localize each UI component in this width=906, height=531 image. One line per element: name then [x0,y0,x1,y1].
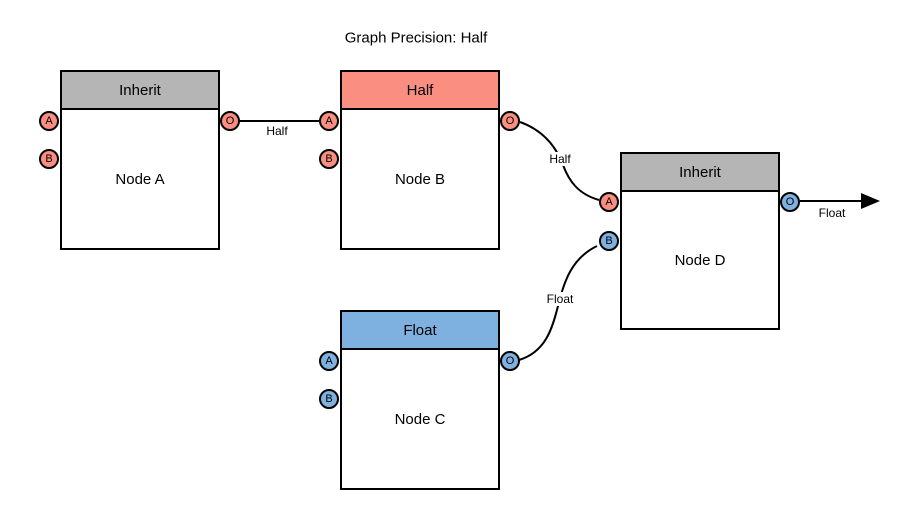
node-b: Half Node B [340,70,500,250]
edge-label-c-to-d: Float [544,292,576,306]
output-arrowhead-icon [861,193,880,209]
node-d-input-b-port: B [599,231,619,251]
node-b-input-b-port: B [319,149,339,169]
node-a-label: Node A [115,170,165,188]
diagram-title: Graph Precision: Half [344,29,488,47]
node-b-input-a-port: A [319,111,339,131]
node-b-label: Node B [394,170,446,188]
node-a-header: Inherit [62,72,218,110]
node-a-input-a-port: A [39,111,59,131]
node-c-output-port: O [500,351,520,371]
node-c: Float Node C [340,310,500,490]
node-c-header: Float [342,312,498,350]
edge-label-a-to-b: Half [264,124,290,138]
node-d-label: Node D [674,251,726,269]
node-c-input-a-port: A [319,351,339,371]
node-b-output-port: O [500,111,520,131]
edge-label-b-to-d: Half [547,152,573,166]
node-a-input-b-port: B [39,149,59,169]
node-a: Inherit Node A [60,70,220,250]
edge-label-d-output: Float [816,206,848,220]
node-c-label: Node C [394,410,446,428]
node-b-header: Half [342,72,498,110]
node-d-header: Inherit [622,154,778,192]
node-d: Inherit Node D [620,152,780,330]
node-c-input-b-port: B [319,389,339,409]
node-d-output-port: O [780,192,800,212]
node-d-input-a-port: A [599,192,619,212]
node-a-output-port: O [220,111,240,131]
